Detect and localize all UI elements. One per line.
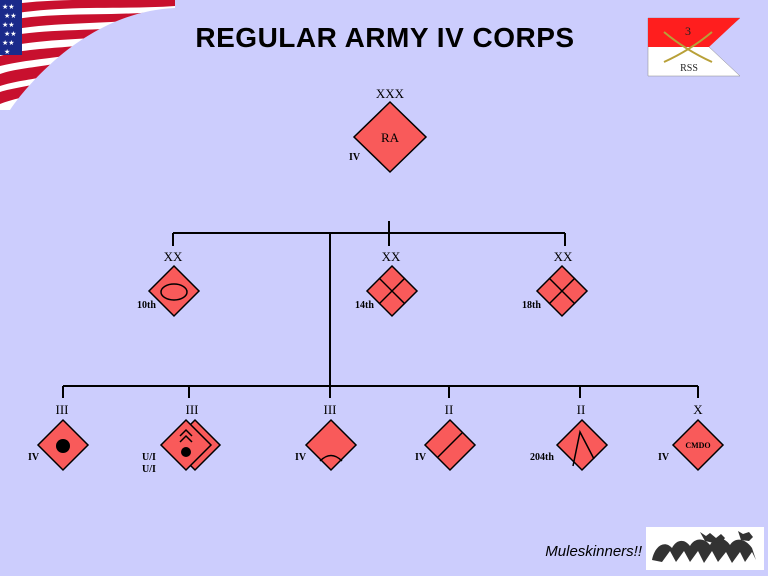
unit-designation: 204th (530, 452, 554, 463)
unit-symbol (159, 418, 213, 472)
division-10th: XX 10th (137, 249, 201, 318)
arc-icon (319, 454, 343, 462)
unit-designation: IV (28, 452, 40, 463)
division-designation: 10th (137, 300, 156, 311)
filled-circle-icon (181, 447, 191, 457)
unit-designation-secondary: U/I (142, 464, 156, 475)
unit-4: II IV (415, 402, 477, 472)
crossed-sabers-icon (663, 31, 713, 63)
connector-lines (62, 221, 699, 398)
svg-text:★★: ★★ (2, 21, 15, 29)
division-echelon: XX (164, 249, 183, 264)
cavalry-guidon: 3 RSS (647, 17, 741, 77)
peak-icon (572, 429, 595, 467)
svg-text:★★: ★★ (4, 30, 17, 38)
division-echelon: XX (554, 249, 573, 264)
unit-symbol (304, 418, 358, 472)
unit-2: III U/I U/I (142, 402, 222, 475)
unit-designation: IV (415, 452, 427, 463)
unit-echelon: III (324, 402, 337, 417)
unit-3: III IV (295, 402, 358, 472)
footer-slogan: Muleskinners!! (545, 543, 642, 560)
unit-echelon: III (56, 402, 69, 417)
unit-symbol-text: CMDO (685, 441, 710, 450)
division-symbol (147, 264, 201, 318)
guidon-number: 3 (685, 24, 691, 38)
corps-node: XXX RA IV (349, 86, 428, 174)
unit-echelon: III (186, 402, 199, 417)
unit-echelon: X (693, 402, 703, 417)
svg-text:★★: ★★ (2, 39, 15, 47)
svg-text:★: ★ (4, 48, 10, 56)
unit-designation: U/I (142, 452, 156, 463)
corps-designation: IV (349, 152, 361, 163)
division-designation: 14th (355, 300, 374, 311)
diagonal-icon (437, 432, 463, 458)
division-designation: 18th (522, 300, 541, 311)
guidon-text: RSS (680, 63, 698, 74)
filled-circle-icon (56, 439, 70, 453)
mule-team-picture (652, 531, 756, 563)
corps-symbol-text: RA (381, 130, 400, 145)
unit-echelon: II (577, 402, 586, 417)
division-14th: XX 14th (355, 249, 419, 318)
unit-echelon: II (445, 402, 454, 417)
flag-graphic: ★★★★★★ ★★★★★ (0, 0, 175, 110)
corps-symbol (352, 100, 428, 174)
corps-echelon: XXX (376, 86, 405, 101)
unit-1: III IV (28, 402, 90, 472)
unit-6: X CMDO IV (658, 402, 725, 472)
unit-symbol (671, 418, 725, 472)
division-18th: XX 18th (522, 249, 589, 318)
aviation-oval-icon (160, 283, 188, 301)
svg-text:★★: ★★ (4, 12, 17, 20)
unit-symbol (555, 418, 609, 472)
unit-designation: IV (295, 452, 307, 463)
page-title: REGULAR ARMY IV CORPS (195, 22, 575, 53)
chevrons-icon (179, 428, 193, 443)
division-echelon: XX (382, 249, 401, 264)
unit-designation: IV (658, 452, 670, 463)
svg-text:★★: ★★ (2, 3, 15, 11)
unit-5: II 204th (530, 402, 609, 472)
